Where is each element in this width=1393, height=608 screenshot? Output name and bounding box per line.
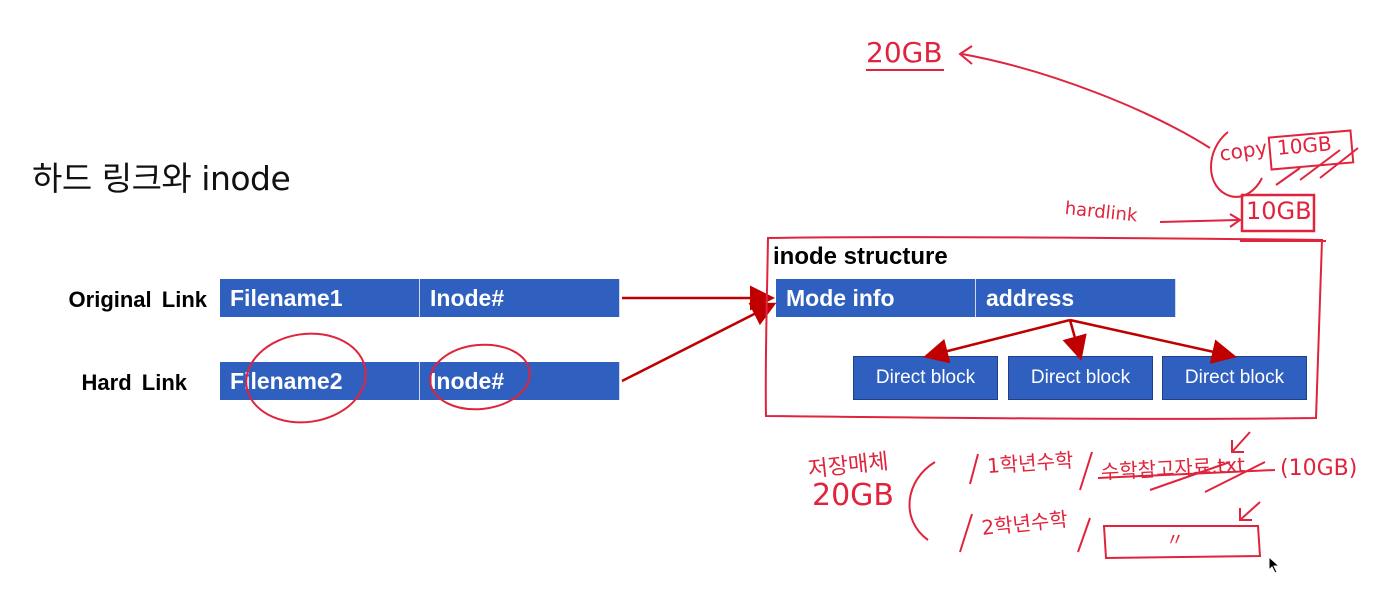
small-arrow-2 [1239,501,1261,521]
strike-3 [1204,461,1266,493]
copy-size-box [1267,129,1355,171]
line2-box [1102,525,1262,560]
address-arrow-3 [1069,318,1237,364]
copy-hatch-3 [1319,147,1359,179]
original-link-label: Original Link [68,287,207,312]
hardlink-size-note: 10GB [1246,197,1312,225]
slash-2a [959,513,973,553]
storage-bracket [908,461,936,541]
line1-grade-note: 1학년수학 [986,447,1075,478]
hardlink-arrowhead [1229,213,1242,228]
hardlink-inode-cell: Inode# [420,362,620,400]
small-arrowhead-2 [1239,508,1252,521]
copy-arrow [961,53,1211,149]
direct-block-2: Direct block [1008,356,1153,400]
original-filename-cell: Filename1 [220,279,420,317]
original-inode-cell: Inode# [420,279,620,317]
copy-hatch-2 [1299,149,1341,181]
copy-hatch-1 [1275,167,1301,186]
mode-info-cell: Mode info [776,279,976,317]
hardlink-arrow [1159,219,1239,223]
filename2-circle [245,332,367,424]
copy-bracket [1210,131,1263,198]
inode-structure-title: inode structure [773,243,948,270]
hardlink-filename-cell: Filename2 [220,362,420,400]
inode-circle [429,343,531,411]
mouse-cursor-icon [1268,556,1281,574]
address-arrow-2 [1062,319,1087,361]
slash-2b [1077,517,1091,553]
copy-size-note: 10GB [1276,131,1333,160]
slash-1b [1079,451,1093,491]
line1-size-note: (10GB) [1280,456,1358,481]
strike-2 [1149,461,1231,491]
size-top-note: 20GB [866,36,943,69]
hard-link-label: Hard Link [81,370,187,395]
direct-block-1: Direct block [853,356,998,400]
hard-link-arrow [621,302,777,383]
address-cell: address [976,279,1176,317]
small-arrow-1 [1231,431,1251,453]
hardlink-size-box [1240,193,1316,233]
slash-1a [969,453,979,485]
page-title: 하드 링크와 inode [32,159,291,198]
copy-arrowhead [958,45,973,65]
inode-structure-box [764,236,1324,420]
small-arrowhead-1 [1231,440,1244,453]
address-arrow-1 [923,318,1071,364]
ditto-note: 〃 [1166,530,1184,551]
storage-size-note: 20GB [812,478,895,513]
